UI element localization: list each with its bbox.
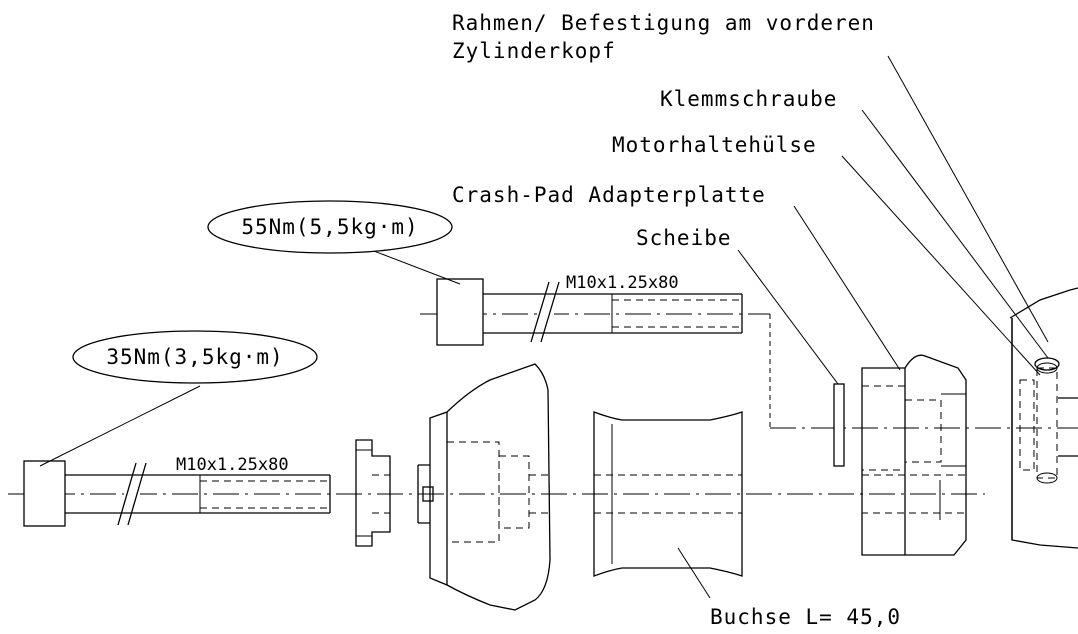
torque-callout-upper: 55Nm(5,5kg·m): [207, 200, 453, 254]
engine-sleeve-label: Motorhaltehülse: [612, 133, 817, 157]
torque-callout-lower: 35Nm(3,5kg·m): [72, 330, 318, 384]
upper-bolt: [436, 278, 743, 346]
crash-pad-body: [417, 363, 551, 611]
adapter-plate: [861, 354, 967, 556]
lower-bolt-spec: M10x1.25x80: [176, 455, 289, 475]
clamp-screw-label: Klemmschraube: [660, 87, 837, 111]
torque-lower-label: 35Nm(3,5kg·m): [106, 345, 283, 369]
frame: [1009, 287, 1078, 549]
frame-label-line2: Zylinderkopf: [452, 39, 616, 63]
collar: [355, 439, 391, 547]
bushing: [593, 411, 743, 577]
upper-bolt-spec: M10x1.25x80: [566, 273, 679, 293]
lower-bolt: [23, 460, 331, 527]
washer: [833, 383, 845, 467]
adapter-plate-label: Crash-Pad Adapterplatte: [452, 183, 766, 207]
frame-label-line1: Rahmen/ Befestigung am vorderen: [452, 11, 875, 35]
bushing-label: Buchse L= 45,0: [710, 605, 901, 629]
washer-label: Scheibe: [636, 226, 732, 250]
torque-upper-label: 55Nm(5,5kg·m): [241, 215, 418, 239]
